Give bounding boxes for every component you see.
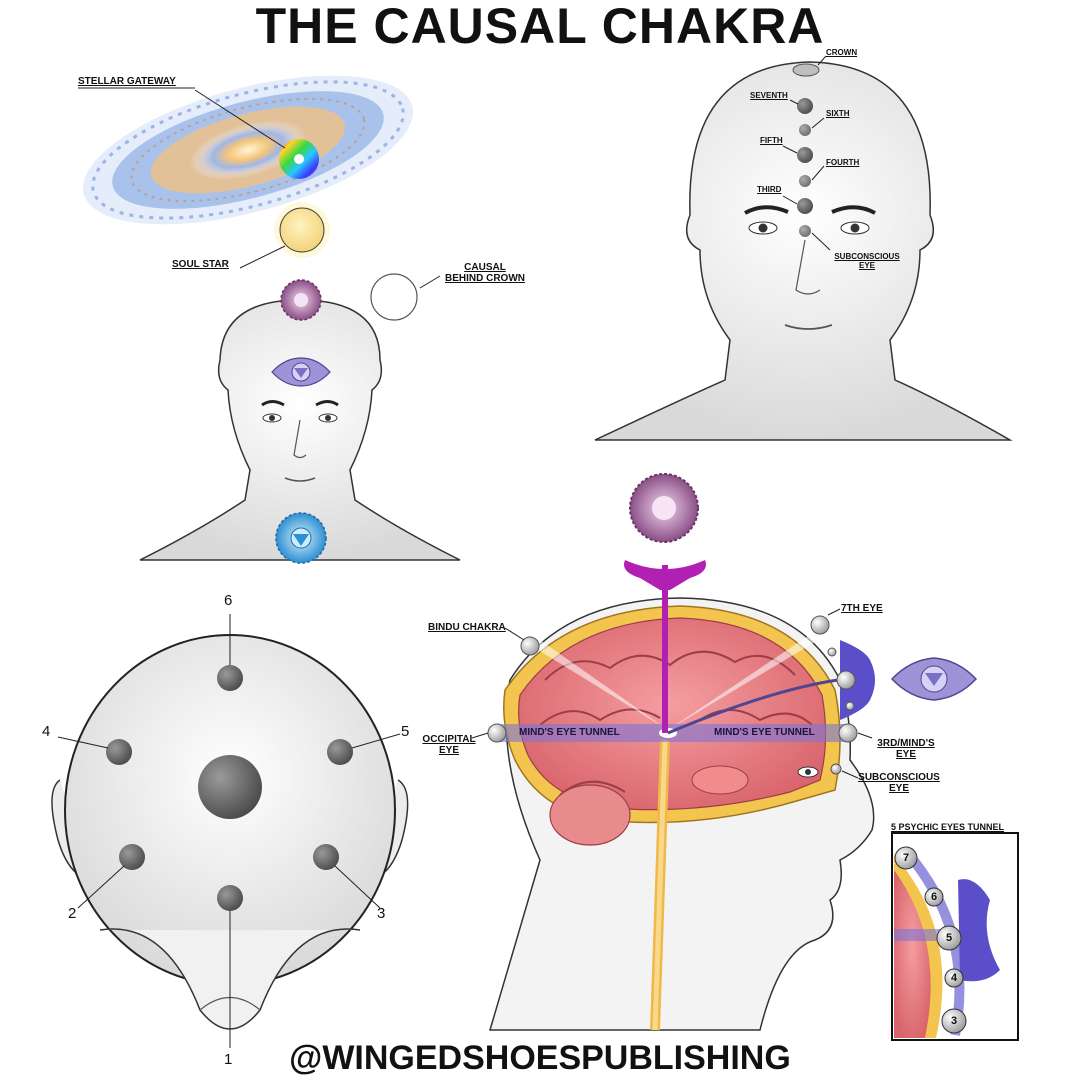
seventh-label: SEVENTH [750, 91, 788, 100]
seventh-eye-point [810, 615, 830, 635]
third-eye-lotus-icon [840, 640, 978, 720]
bindu-point [520, 636, 540, 656]
causal-label-line1: CAUSAL [464, 262, 506, 273]
sixth-label: SIXTH [826, 109, 850, 118]
inset-point-6-label: 6 [930, 891, 938, 903]
crown-label: CROWN [826, 48, 858, 57]
subconscious-eye-label-line2: EYE [858, 261, 875, 270]
minds-eye-tunnel-left-label: MIND'S EYE TUNNEL [519, 727, 620, 738]
front-face-with-eyes-figure [594, 61, 1013, 441]
fourth-point [799, 175, 811, 187]
soul-star-icon [279, 207, 325, 253]
point-4-label: 4 [42, 723, 51, 740]
third-point [797, 198, 813, 214]
soul-star-label: SOUL STAR [172, 259, 229, 270]
center-point [198, 755, 262, 819]
inset-point-5-label: 5 [945, 932, 953, 944]
page-title: THE CAUSAL CHAKRA [255, 0, 825, 54]
causal-label-line2: BEHIND CROWN [445, 273, 525, 284]
cerebellum [549, 784, 631, 846]
crown-funnel [624, 560, 706, 590]
causal-label: CAUSAL BEHIND CROWN [435, 262, 535, 284]
fifth-label: FIFTH [760, 136, 783, 145]
crown-chakra-icon [280, 279, 322, 321]
point-5-label: 5 [401, 723, 410, 740]
point-2 [119, 844, 145, 870]
fourth-label: FOURTH [826, 158, 860, 167]
occipital-eye-label-line1: OCCIPITAL [422, 734, 476, 745]
point-5 [327, 739, 353, 765]
publisher-handle: @WINGEDSHOESPUBLISHING [289, 1039, 791, 1077]
profile-head-figure [488, 597, 875, 1031]
third-label: THIRD [757, 185, 782, 194]
third-minds-eye-label: 3RD/MIND'S EYE [868, 738, 944, 760]
occipital-point [487, 723, 507, 743]
fifth-point [797, 147, 813, 163]
point-1 [217, 885, 243, 911]
inset-point-3-label: 3 [950, 1015, 958, 1027]
light-rays [535, 628, 825, 730]
galaxy [83, 75, 413, 225]
third-minds-eye-label-line1: 3RD/MIND'S [877, 738, 935, 749]
subconscious-eye-label: SUBCONSCIOUS EYE [828, 252, 906, 270]
point-4 [106, 739, 132, 765]
third-minds-eye-label-line2: EYE [895, 749, 916, 760]
point-2-label: 2 [68, 905, 77, 922]
occipital-eye-label-line2: EYE [438, 745, 459, 756]
stellar-gateway-leader [194, 89, 286, 149]
soul-star-leader [239, 245, 286, 269]
crown-chakra-large-icon [629, 473, 699, 543]
point-6 [217, 665, 243, 691]
brain-subconscious-eye-label-line2: EYE [888, 783, 909, 794]
inset-title: 5 PSYCHIC EYES TUNNEL [891, 822, 1005, 832]
seventh-eye-label: 7TH EYE [841, 603, 883, 614]
bindu-chakra-label: BINDU CHAKRA [428, 622, 506, 633]
point-6-label: 6 [224, 592, 233, 609]
subconscious-eye-label-line1: SUBCONSCIOUS [834, 252, 900, 261]
sixth-point [799, 124, 811, 136]
subconscious-eye-point [799, 225, 811, 237]
point-3-label: 3 [377, 905, 386, 922]
psychic-eyes-inset [891, 832, 1019, 1041]
stellar-gateway-label: STELLAR GATEWAY [78, 76, 176, 87]
brain-subconscious-eye-label-line1: SUBCONSCIOUS [858, 772, 940, 783]
third-eye-chakra-icon [271, 357, 331, 387]
seventh-point [797, 98, 813, 114]
inset-point-4-label: 4 [950, 972, 958, 984]
stellar-gateway-icon [279, 139, 319, 179]
mind-eye-point [836, 670, 856, 690]
causal-chakra-icon [370, 273, 418, 321]
minds-eye-tunnel-right-label: MIND'S EYE TUNNEL [714, 727, 815, 738]
point-3 [313, 844, 339, 870]
third-eye-point [838, 723, 858, 743]
crown-point [792, 63, 820, 77]
subconscious-point [830, 763, 842, 775]
point-1-label: 1 [224, 1051, 233, 1068]
brain-subconscious-eye-label: SUBCONSCIOUS EYE [854, 772, 944, 794]
occipital-eye-label: OCCIPITAL EYE [420, 734, 478, 756]
throat-chakra-icon [275, 512, 327, 564]
inset-point-7-label: 7 [902, 852, 910, 864]
